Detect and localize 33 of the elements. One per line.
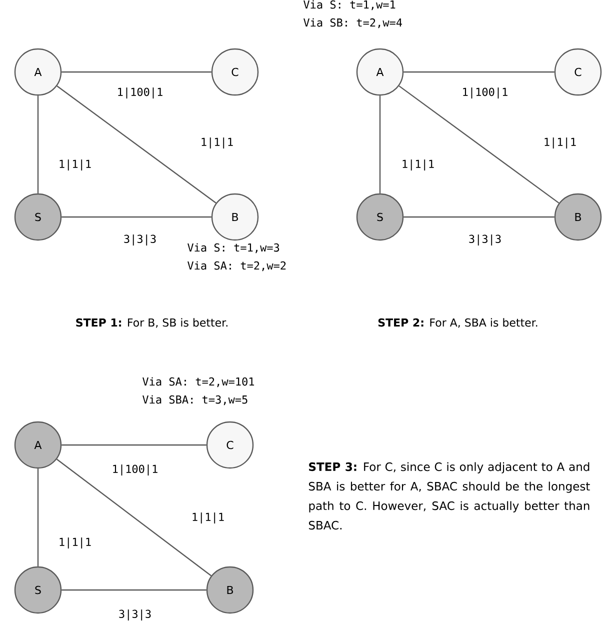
edge-label: 1|100|1	[113, 464, 158, 476]
edge-label: 1|1|1	[202, 138, 233, 148]
edge-line	[404, 216, 554, 218]
annotation-text: Via SA: t=2,w=2	[188, 261, 286, 272]
edge-line	[56, 86, 216, 204]
edge-line	[379, 96, 381, 194]
edge-label: 1|1|1	[402, 160, 434, 170]
step-caption: STEP 1: For B, SB is better.	[76, 318, 228, 328]
edge-label: 3|3|3	[119, 610, 151, 620]
annotation-text: Via S: t=1,w=1	[304, 0, 396, 10]
edge-line	[62, 216, 212, 218]
edge-line	[62, 71, 212, 73]
edge-line	[62, 589, 206, 591]
edge-label: 1|1|1	[192, 512, 224, 524]
step-caption: STEP 2: For A, SBA is better.	[378, 318, 538, 328]
edge-line	[62, 444, 206, 446]
edge-line	[404, 71, 554, 73]
annotation-text: Via SBA: t=3,w=5	[142, 395, 248, 406]
annotation-text: Via SA: t=2,w=101	[142, 377, 254, 388]
edge-label: 1|1|1	[544, 138, 576, 148]
edge-label: 3|3|3	[124, 234, 156, 246]
edge-label: 3|3|3	[469, 234, 501, 246]
annotation-text: Via SB: t=2,w=4	[304, 18, 402, 28]
edge-label: 1|1|1	[60, 538, 91, 548]
edge-line	[37, 468, 39, 566]
annotation-text: Via S: t=1,w=3	[188, 243, 280, 254]
edge-line	[37, 96, 39, 194]
edge-line	[56, 458, 212, 576]
step-caption: STEP 3: For C, since C is only adjacent to A and SBA is better for A, SBAC should be the longest path to C. However, SAC is actually better than SBAC.	[308, 462, 590, 530]
edge-line	[398, 85, 560, 204]
edge-label: 1|1|1	[60, 160, 91, 170]
edge-label: 1|100|1	[463, 88, 508, 98]
edge-label: 1|100|1	[118, 88, 162, 98]
